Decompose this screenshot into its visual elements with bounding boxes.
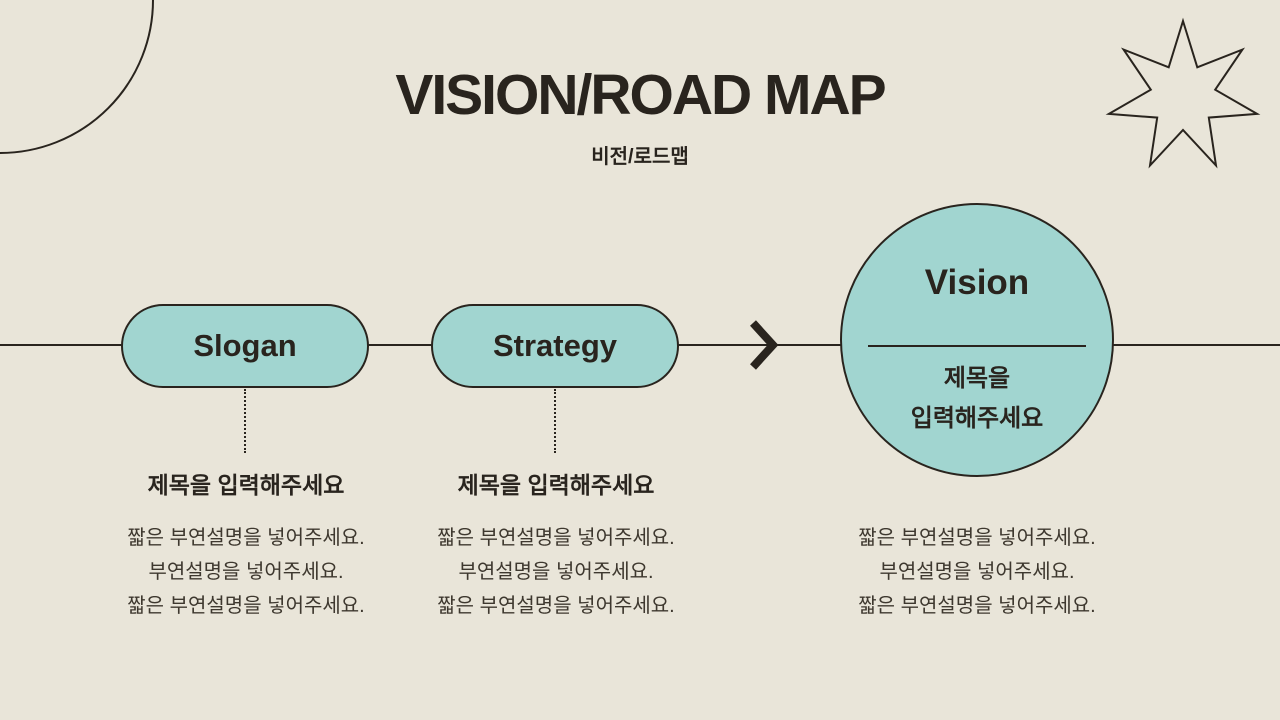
column-line: 짧은 부연설명을 넣어주세요. [127,595,365,617]
column-line: 부연설명을 넣어주세요. [148,561,344,583]
description-column-slogan: 제목을 입력해주세요 짧은 부연설명을 넣어주세요. 부연설명을 넣어주세요. … [86,470,406,623]
vision-caption-line: 제목을 [943,365,1011,392]
vision-divider [868,345,1086,347]
column-line: 짧은 부연설명을 넣어주세요. [858,595,1096,617]
strategy-label: Strategy [492,328,618,363]
column-line: 짧은 부연설명을 넣어주세요. [437,527,675,549]
timeline-node-slogan: Slogan [121,304,369,388]
page-subtitle: 비전/로드맵 [591,146,689,168]
star-decoration-icon [1105,17,1261,169]
column-line: 짧은 부연설명을 넣어주세요. [127,527,365,549]
timeline-node-strategy: Strategy [431,304,679,388]
chevron-right-icon [750,320,779,370]
column-line: 짧은 부연설명을 넣어주세요. [437,595,675,617]
vision-label: Vision [924,263,1030,302]
description-column-strategy: 제목을 입력해주세요 짧은 부연설명을 넣어주세요. 부연설명을 넣어주세요. … [396,470,716,623]
slogan-label: Slogan [193,328,297,363]
page-title: VISION/ROAD MAP [395,63,886,127]
column-heading: 제목을 입력해주세요 [147,472,345,498]
dotted-connector-strategy [554,389,556,453]
vision-caption-line: 입력해주세요 [910,405,1044,432]
timeline-node-vision: Vision 제목을 입력해주세요 [840,203,1114,477]
description-column-vision: 짧은 부연설명을 넣어주세요. 부연설명을 넣어주세요. 짧은 부연설명을 넣어… [817,521,1137,623]
vision-caption: 제목을 입력해주세요 [842,359,1112,439]
column-line: 부연설명을 넣어주세요. [458,561,654,583]
column-line: 부연설명을 넣어주세요. [879,561,1075,583]
column-heading: 제목을 입력해주세요 [457,472,655,498]
column-line: 짧은 부연설명을 넣어주세요. [858,527,1096,549]
dotted-connector-slogan [244,389,246,453]
